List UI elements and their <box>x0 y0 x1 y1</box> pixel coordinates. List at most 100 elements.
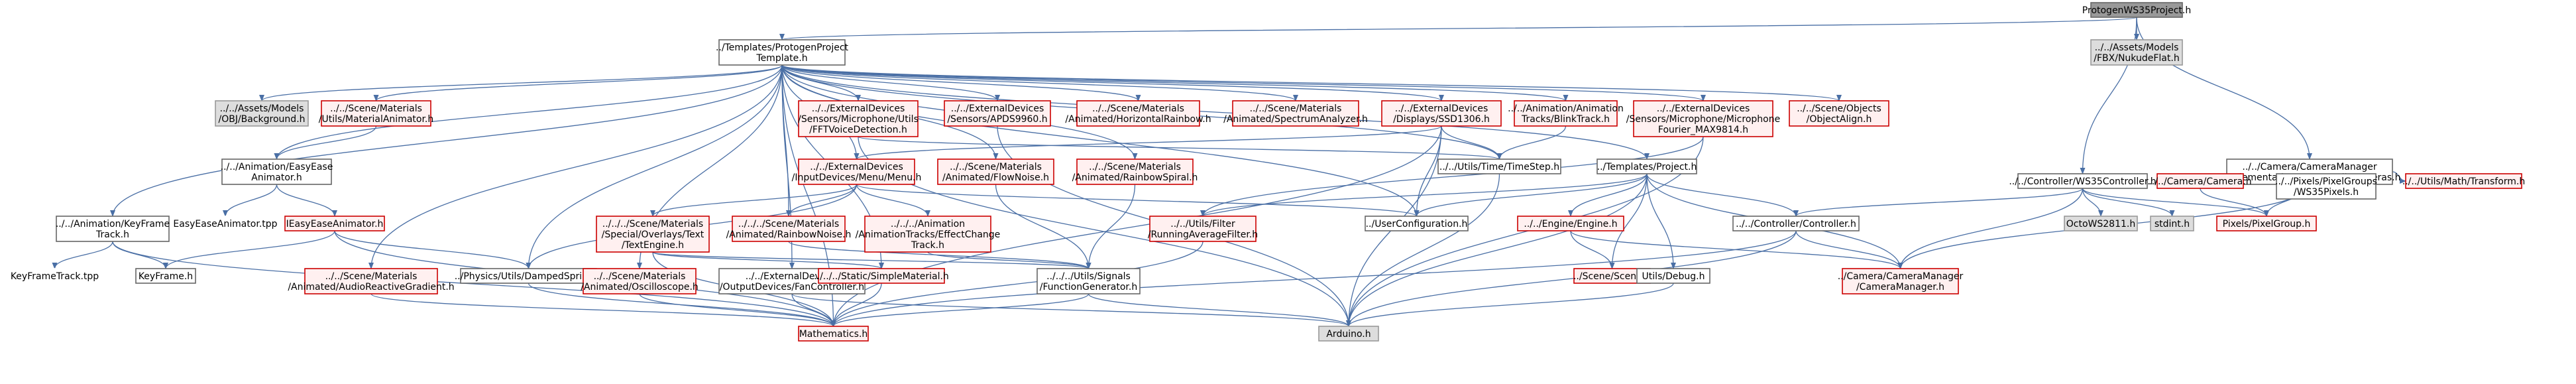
node-spectrum[interactable]: ../../Scene/Materials/Animated/SpectrumA… <box>1223 100 1368 127</box>
node-matAnimator[interactable]: ../../Scene/Materials/Utils/MaterialAnim… <box>319 100 434 127</box>
node-label: Mathematics.h <box>799 329 868 340</box>
node-label: /Animated/Oscilloscope.h <box>581 282 699 292</box>
node-easeAnimTpp: EasyEaseAnimator.tpp <box>173 216 278 231</box>
node-ws35ctrl[interactable]: ../../Controller/WS35Controller.h <box>2009 173 2156 189</box>
node-rNoise[interactable]: ../../../Scene/Materials/Animated/Rainbo… <box>726 216 852 242</box>
node-transform[interactable]: ../../Utils/Math/Transform.h <box>2402 173 2525 189</box>
node-easeAnim[interactable]: ../../Animation/EasyEaseAnimator.h <box>221 159 333 185</box>
node-funcGen[interactable]: ../../../Utils/Signals/FunctionGenerator… <box>1036 268 1141 294</box>
edge-easeAnim-to-iEase <box>276 184 337 217</box>
node-box <box>732 216 846 242</box>
edge-camMgrImpl-to-transform <box>2392 171 2406 184</box>
node-label: ../../Utils/Time/TimeStep.h <box>1439 162 1559 172</box>
node-flow[interactable]: ../../Scene/Materials/Animated/FlowNoise… <box>937 159 1054 185</box>
node-debug[interactable]: Utils/Debug.h <box>1636 268 1710 284</box>
node-max[interactable]: ../../ExternalDevices/Sensors/Microphone… <box>1626 100 1780 137</box>
node-simpleMat[interactable]: ../../../Static/SimpleMaterial.h <box>814 268 949 284</box>
node-stdint: stdint.h <box>2150 216 2194 231</box>
node-osc[interactable]: ../../Scene/Materials/Animated/Oscillosc… <box>581 268 699 294</box>
node-menu[interactable]: ../../ExternalDevices/InputDevices/Menu/… <box>792 159 922 185</box>
node-ctrl[interactable]: ../../Controller/Controller.h <box>1732 216 1860 231</box>
node-box <box>1149 216 1257 242</box>
node-label: stdint.h <box>2155 219 2190 229</box>
node-box <box>1318 326 1379 342</box>
node-label: /Animated/AudioReactiveGradient.h <box>288 282 454 292</box>
node-project[interactable]: ../Templates/Project.h <box>1596 159 1697 174</box>
edge-audioGrad-to-math <box>370 293 836 327</box>
node-camera[interactable]: ../../Camera/Camera.h <box>2149 173 2252 189</box>
node-objAlign[interactable]: ../../Scene/Objects/ObjectAlign.h <box>1789 100 1889 127</box>
node-label: Fourier_MAX9814.h <box>1658 125 1748 135</box>
node-math[interactable]: Mathematics.h <box>798 326 869 342</box>
node-label: /CameraManager.h <box>1856 282 1944 292</box>
node-label: ../../../Animation <box>891 219 965 229</box>
node-box <box>1636 268 1710 284</box>
node-label: IEasyEaseAnimator.h <box>286 219 384 229</box>
edge-tpl-to-project <box>781 64 1650 160</box>
node-label: /OutputDevices/FanController.h <box>720 282 864 292</box>
node-box <box>1732 216 1860 231</box>
node-box <box>2017 173 2148 189</box>
node-label: ../../Scene/Materials <box>594 271 686 282</box>
node-label: ../../Scene/Materials <box>1089 162 1181 172</box>
node-pixGroup[interactable]: Pixels/PixelGroup.h <box>2216 216 2317 231</box>
node-box <box>1842 268 1959 294</box>
node-box <box>798 159 915 185</box>
node-label: /RunningAverageFilter.h <box>1148 229 1258 240</box>
node-engine[interactable]: ../../Engine/Engine.h <box>1517 216 1624 231</box>
node-label: OctoWS2811.h <box>2066 219 2135 229</box>
edge-easeAnim-to-easeAnimTpp <box>223 184 278 217</box>
edge-flow-to-funcGen <box>995 184 1092 269</box>
node-audioGrad[interactable]: ../../Scene/Materials/Animated/AudioReac… <box>288 268 455 294</box>
node-label: ProtogenWS35Project.h <box>2082 5 2191 16</box>
node-label: Utils/Debug.h <box>1642 271 1705 282</box>
edge-ctrl-to-camMgr <box>1795 230 1903 269</box>
edge-layer <box>52 17 2406 327</box>
node-hRainbow[interactable]: ../../Scene/Materials/Animated/Horizonta… <box>1065 100 1211 127</box>
node-apds[interactable]: ../../ExternalDevices/Sensors/APDS9960.h <box>944 100 1051 127</box>
edge-textEngine-to-simpleMat <box>652 251 884 269</box>
node-box <box>1514 100 1618 127</box>
edge-spiral-to-funcGen <box>1086 184 1136 269</box>
node-runAvg[interactable]: ../../Utils/Filter/RunningAverageFilter.… <box>1148 216 1258 242</box>
node-blink[interactable]: ../../Animation/AnimationTracks/BlinkTra… <box>1508 100 1624 127</box>
node-keyTrack[interactable]: ../../Animation/KeyFrameTrack.h <box>56 216 170 242</box>
node-arduino: Arduino.h <box>1318 326 1379 342</box>
node-textEngine[interactable]: ../../../Scene/Materials/Special/Overlay… <box>596 216 710 253</box>
node-box <box>2064 216 2138 231</box>
node-label: ../Templates/Project.h <box>1597 162 1697 172</box>
node-scene[interactable]: ../Scene/Scene.h <box>1573 268 1651 284</box>
node-label: /Animated/RainbowNoise.h <box>726 229 852 240</box>
node-label: ../../Camera/CameraManager <box>2242 162 2377 172</box>
node-keyFrame[interactable]: KeyFrame.h <box>135 268 196 284</box>
node-box <box>284 216 385 231</box>
node-fft[interactable]: ../../ExternalDevices/Sensors/Microphone… <box>798 100 919 137</box>
node-label: ../../Camera/Camera.h <box>2149 176 2251 187</box>
node-label: ../../ExternalDevices <box>810 162 903 172</box>
node-pixGroups[interactable]: ../../Pixels/PixelGroups/WS35Pixels.h <box>2275 173 2377 200</box>
node-label: ../../Engine/Engine.h <box>1524 219 1617 229</box>
node-effectChange[interactable]: ../../../Animation/AnimationTracks/Effec… <box>856 216 1001 253</box>
node-nukude: ../../Assets/Models/FBX/NukudeFlat.h <box>2090 39 2183 66</box>
node-spiral[interactable]: ../../Scene/Materials/Animated/RainbowSp… <box>1072 159 1198 185</box>
node-label: /Special/Overlays/Text <box>602 229 704 240</box>
edge-funcGen-to-arduino <box>1088 293 1351 327</box>
node-camMgr[interactable]: ../Camera/CameraManager/CameraManager.h <box>1838 268 1964 294</box>
node-iEase[interactable]: IEasyEaseAnimator.h <box>284 216 385 231</box>
edge-keyTrack-to-keyFrame <box>112 241 168 269</box>
node-box <box>818 268 945 284</box>
edge-runAvg-to-math <box>830 241 1204 327</box>
node-box <box>304 268 438 294</box>
node-ssd[interactable]: ../../ExternalDevices/Displays/SSD1306.h <box>1381 100 1502 127</box>
node-label: Tracks/BlinkTrack.h <box>1521 114 1610 125</box>
node-root[interactable]: ProtogenWS35Project.h <box>2082 2 2191 18</box>
node-damped[interactable]: ../Physics/Utils/DampedSpring.h <box>455 268 603 284</box>
node-timestep[interactable]: ../../Utils/Time/TimeStep.h <box>1437 159 1561 174</box>
edge-root-to-tpl <box>780 17 2137 40</box>
edge-tpl-to-damped <box>526 64 783 269</box>
edge-funcGen-to-math <box>830 293 1090 327</box>
node-label: /OBJ/Background.h <box>218 114 305 125</box>
node-box <box>1365 216 1469 231</box>
node-userConf[interactable]: ../UserConfiguration.h <box>1365 216 1469 231</box>
